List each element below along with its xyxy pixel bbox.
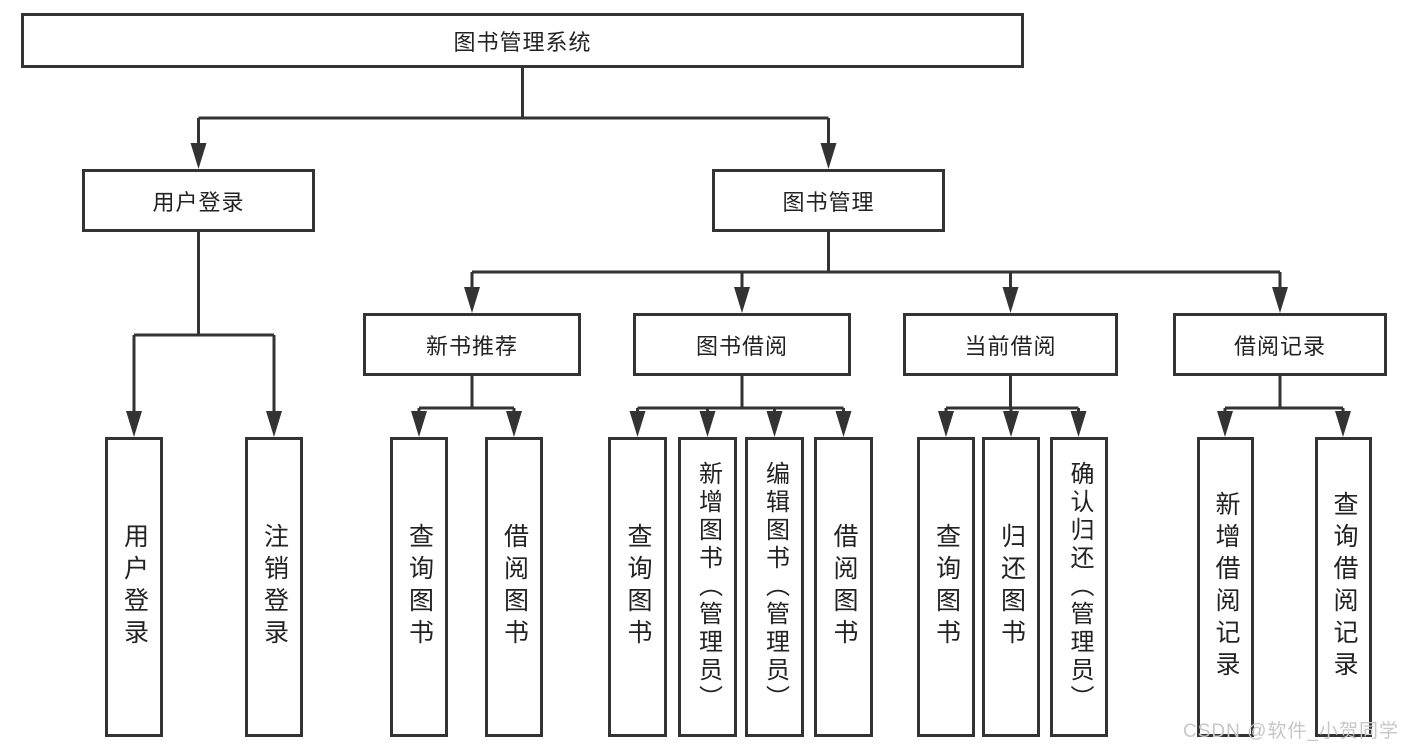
leaf-borrow-books-borrow: 借阅图书: [814, 437, 873, 737]
leaf-logout-login: 注销登录: [245, 437, 303, 737]
leaf-query-books-recommend: 查询图书: [390, 437, 448, 737]
node-borrowing-records: 借阅记录: [1173, 313, 1387, 376]
leaf-query-books-borrow: 查询图书: [608, 437, 667, 737]
node-current-borrowing: 当前借阅: [903, 313, 1118, 376]
leaf-query-borrow-record: 查询借阅记录: [1315, 437, 1372, 737]
leaf-confirm-return-admin: 确认归还（管理员）: [1050, 437, 1108, 737]
leaf-user-login: 用户登录: [105, 437, 163, 737]
leaf-add-books-admin: 新增图书（管理员）: [678, 437, 737, 737]
leaf-add-borrow-record: 新增借阅记录: [1197, 437, 1254, 737]
node-new-book-recommendation: 新书推荐: [363, 313, 581, 376]
arrowhead-icons: [126, 143, 1351, 437]
leaf-return-books: 归还图书: [982, 437, 1040, 737]
node-book-borrowing: 图书借阅: [633, 313, 851, 376]
node-user-login: 用户登录: [82, 169, 315, 232]
connector-paths: [132, 68, 1345, 413]
leaf-query-books-current: 查询图书: [917, 437, 975, 737]
node-root: 图书管理系统: [21, 13, 1024, 68]
leaf-edit-books-admin: 编辑图书（管理员）: [745, 437, 804, 737]
leaf-borrow-books-recommend: 借阅图书: [485, 437, 543, 737]
watermark: CSDN @软件_小贺同学: [1183, 721, 1399, 742]
node-book-management: 图书管理: [712, 169, 945, 232]
